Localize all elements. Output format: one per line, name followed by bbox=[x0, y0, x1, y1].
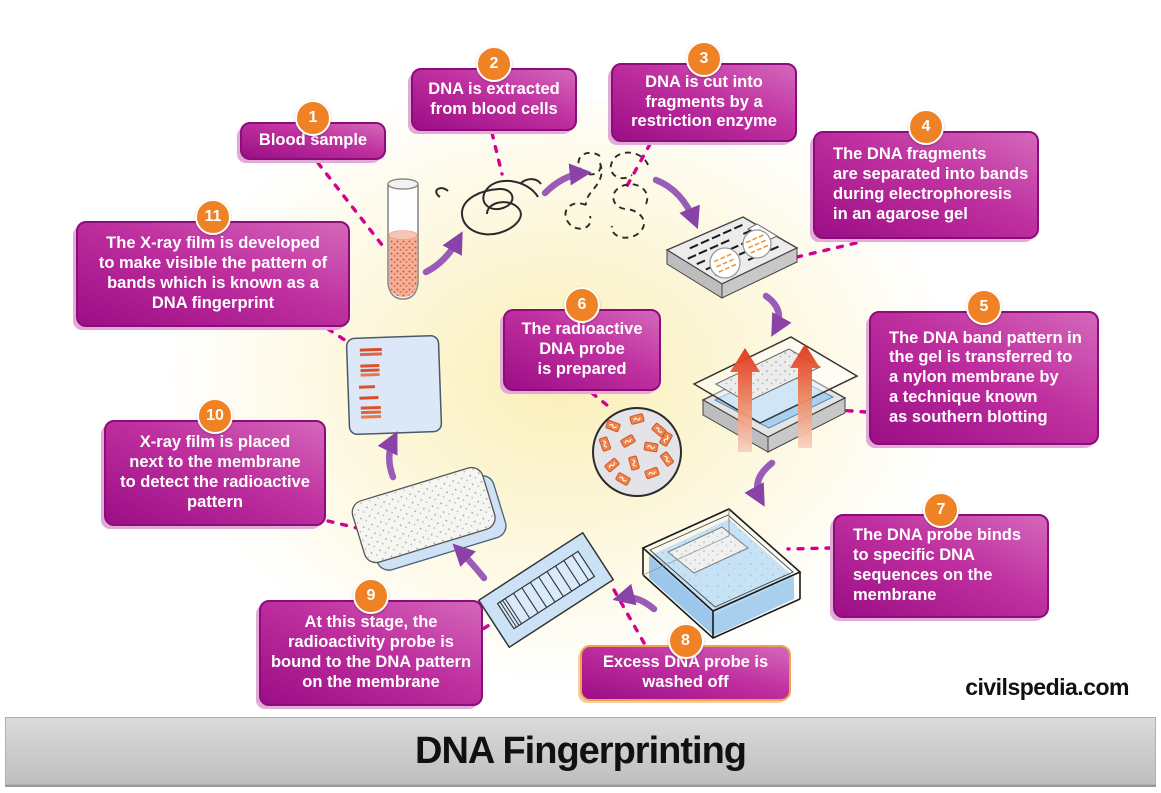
step-box-4: 4 The DNA fragments are separated into b… bbox=[813, 109, 1039, 239]
step-text: The DNA fragments are separated into ban… bbox=[833, 145, 1029, 223]
step-number-badge: 3 bbox=[686, 41, 722, 77]
step-box-11: 11 The X-ray film is developed to make v… bbox=[76, 199, 350, 327]
step-box-6: 6 The radioactive DNA probe is prepared bbox=[503, 287, 661, 391]
watermark: civilspedia.com bbox=[965, 674, 1129, 700]
step-text: DNA is cut into fragments by a restricti… bbox=[631, 72, 777, 131]
diagram-title: DNA Fingerprinting bbox=[415, 729, 747, 772]
step-number-badge: 1 bbox=[295, 100, 331, 136]
step-box-10: 10 X-ray film is placed next to the memb… bbox=[104, 398, 326, 526]
step-text: The DNA band pattern in the gel is trans… bbox=[889, 328, 1082, 426]
step-text: DNA is extracted from blood cells bbox=[428, 79, 560, 118]
step-box-9: 9 At this stage, the radioactivity probe… bbox=[259, 578, 483, 706]
step-box-3: 3 DNA is cut into fragments by a restric… bbox=[611, 41, 797, 142]
step-text: Blood sample bbox=[258, 131, 368, 150]
step-number-badge: 10 bbox=[197, 398, 233, 434]
step-number-badge: 4 bbox=[908, 109, 944, 145]
step-number-badge: 5 bbox=[966, 289, 1002, 325]
step-box-7: 7 The DNA probe binds to specific DNA se… bbox=[833, 492, 1049, 618]
step-number-badge: 2 bbox=[476, 46, 512, 82]
step-text: The X-ray film is developed to make visi… bbox=[98, 234, 328, 312]
step-text: The radioactive DNA probe is prepared bbox=[521, 320, 643, 378]
step-text: Excess DNA probe is washed off bbox=[602, 653, 769, 691]
step-text: At this stage, the radioactivity probe i… bbox=[270, 613, 472, 691]
step-box-5: 5 The DNA band pattern in the gel is tra… bbox=[869, 289, 1099, 445]
step-number-badge: 8 bbox=[667, 623, 704, 659]
step-box-1: 1 Blood sample bbox=[240, 100, 386, 160]
step-text: The DNA probe binds to specific DNA sequ… bbox=[853, 526, 1022, 604]
step-number-badge: 7 bbox=[923, 492, 959, 528]
title-bar: DNA Fingerprinting bbox=[5, 717, 1156, 785]
step-box-8: 8 Excess DNA probe is washed off bbox=[580, 623, 791, 701]
step-text: X-ray film is placed next to the membran… bbox=[120, 433, 310, 511]
step-number-badge: 6 bbox=[564, 287, 600, 323]
step-number-badge: 11 bbox=[195, 199, 231, 235]
step-box-2: 2 DNA is extracted from blood cells bbox=[411, 46, 577, 131]
step-number-badge: 9 bbox=[353, 578, 389, 614]
